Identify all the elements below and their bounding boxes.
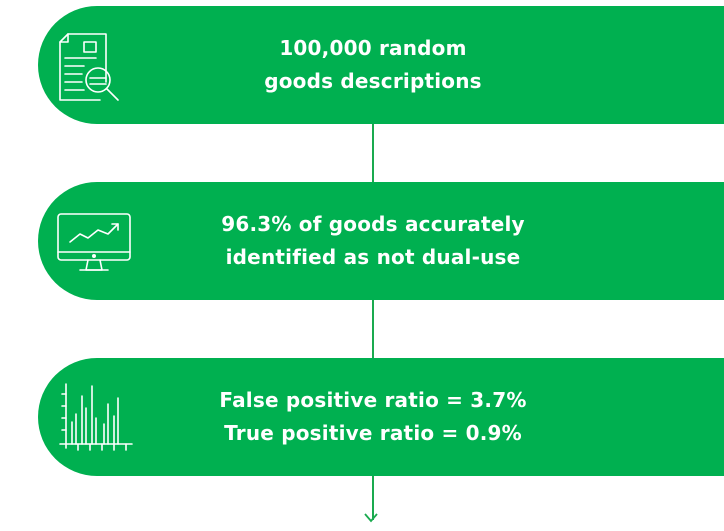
step-text-line: 100,000 random xyxy=(279,36,467,60)
arrow-down-icon xyxy=(364,513,378,523)
step-text-line: True positive ratio = 0.9% xyxy=(224,421,522,445)
connector-line xyxy=(372,472,374,520)
step-text-line: goods descriptions xyxy=(264,69,482,93)
step-text: False positive ratio = 3.7% True positiv… xyxy=(158,358,588,476)
step-box-result: 96.3% of goods accurately identified as … xyxy=(38,182,724,300)
monitor-trend-icon xyxy=(57,213,131,271)
step-text: 100,000 random goods descriptions xyxy=(158,6,588,124)
connector-line xyxy=(372,296,374,366)
step-box-input: 100,000 random goods descriptions xyxy=(38,6,724,124)
document-search-icon xyxy=(59,33,119,101)
bar-chart-icon xyxy=(59,383,133,451)
connector-line xyxy=(372,120,374,190)
step-box-ratios: False positive ratio = 3.7% True positiv… xyxy=(38,358,724,476)
step-text-line: False positive ratio = 3.7% xyxy=(219,388,527,412)
step-text: 96.3% of goods accurately identified as … xyxy=(158,182,588,300)
step-text-line: identified as not dual-use xyxy=(225,245,521,269)
step-text-line: 96.3% of goods accurately xyxy=(221,212,525,236)
